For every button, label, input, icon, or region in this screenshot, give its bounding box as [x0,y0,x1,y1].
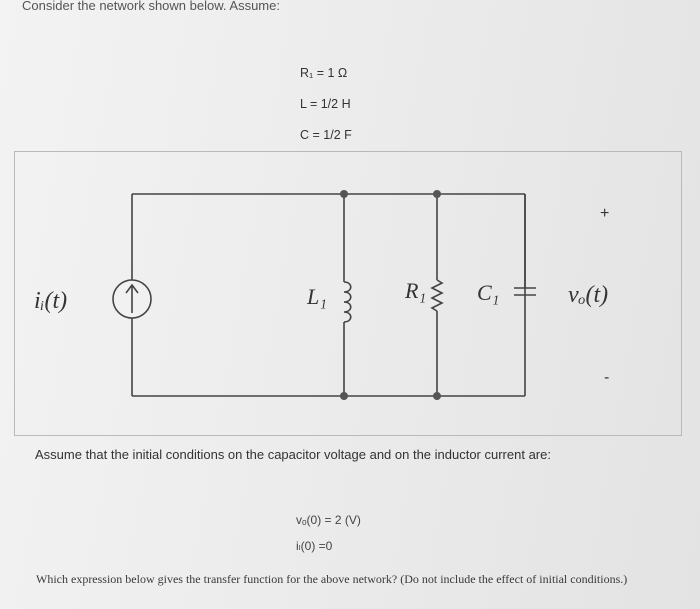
node-top-resistor [433,190,441,198]
given-l: L = 1/2 H [300,97,351,111]
capacitor-label: C₁ [477,280,499,305]
initial-capacitor-voltage: vₒ(0) = 2 (V) [296,513,361,527]
node-bottom-resistor [433,392,441,400]
question-text: Which expression below gives the transfe… [36,572,628,586]
inductor-coil [343,281,352,323]
minus-sign: - [604,369,609,386]
given-c: C = 1/2 F [300,128,352,142]
resistor-label: R₁ [404,278,426,303]
intro-text: Consider the network shown below. Assume… [22,0,280,13]
node-bottom-inductor [340,392,348,400]
resistor-zigzag [430,279,444,312]
given-r1: R₁ = 1 Ω [300,66,348,80]
plus-sign: + [600,205,609,222]
output-voltage-label: vₒ(t) [568,282,608,308]
node-top-inductor [340,190,348,198]
circuit-frame [14,151,682,436]
inductor-label: L₁ [306,284,327,309]
source-label: iᵢ(t) [34,288,67,314]
source-arrow [125,283,139,313]
assume-initial-conditions: Assume that the initial conditions on th… [35,447,551,462]
initial-inductor-current: iₗ(0) =0 [296,539,333,553]
